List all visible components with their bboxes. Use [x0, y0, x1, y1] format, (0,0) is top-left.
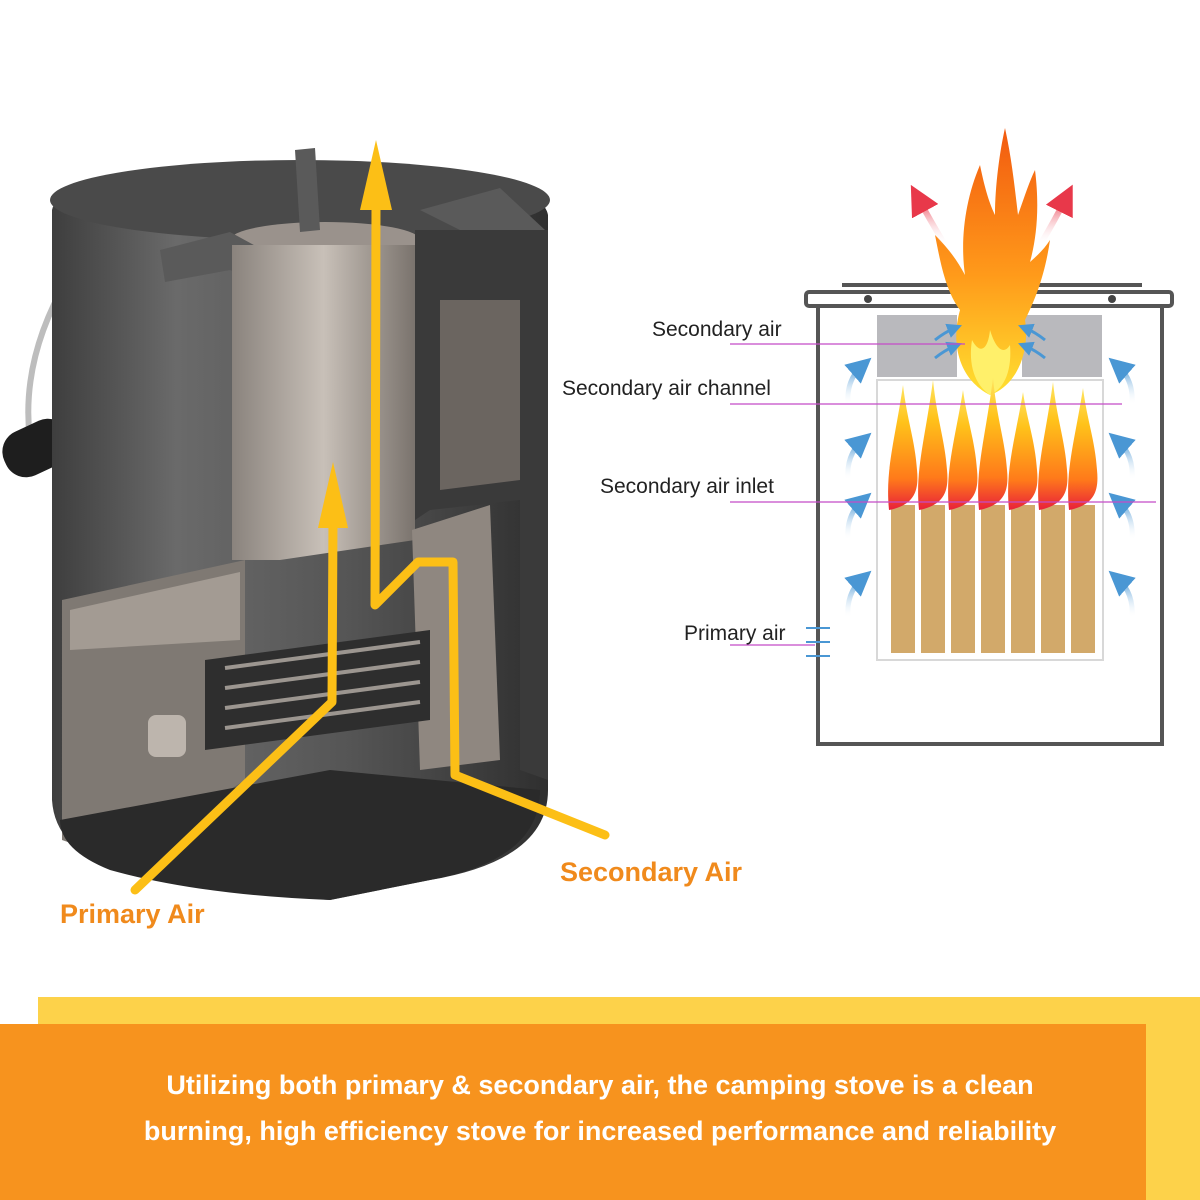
secondary-air-jets	[934, 323, 1046, 360]
secondary-air-block-right	[1022, 315, 1102, 377]
primary-air-arrow	[130, 515, 338, 895]
label-primary-air: Primary air	[684, 622, 786, 645]
outer-wall	[816, 306, 1164, 746]
air-arrows-right	[1108, 357, 1136, 619]
stick-flames	[888, 378, 1098, 510]
label-secondary-air-inlet: Secondary air inlet	[600, 475, 774, 498]
stove-cutaway	[2, 148, 550, 900]
exhaust-arrow-left	[910, 184, 948, 247]
exhaust-arrow-right	[1037, 184, 1073, 247]
secondary-air-arrowhead	[360, 140, 392, 210]
door-knob	[148, 715, 186, 757]
pot-support-back	[295, 148, 320, 232]
banner-line-2: burning, high efficiency stove for incre…	[143, 1116, 1057, 1146]
label-secondary-air-big: Secondary Air	[560, 857, 743, 887]
label-secondary-air-channel: Secondary air channel	[562, 377, 771, 400]
pot-support-right	[420, 188, 545, 240]
secondary-air-arrow	[370, 200, 610, 840]
label-secondary-air: Secondary air	[652, 318, 782, 341]
air-arrows-left	[844, 357, 872, 619]
primary-air-arrowhead	[318, 462, 348, 528]
secondary-air-block-left	[877, 315, 957, 377]
banner-text: Utilizing both primary & secondary air, …	[40, 1062, 1160, 1154]
fuel-sticks	[891, 505, 1095, 653]
combustion-chamber	[232, 245, 415, 560]
stove-schematic	[730, 128, 1174, 746]
grate	[205, 630, 430, 750]
primary-air-inflow	[806, 627, 830, 657]
banner-line-1: Utilizing both primary & secondary air, …	[166, 1070, 1034, 1100]
leader-lines	[730, 343, 1156, 646]
air-flow-arrows	[130, 200, 610, 895]
label-primary-air-big: Primary Air	[60, 899, 205, 929]
banner-front	[0, 1024, 1146, 1200]
